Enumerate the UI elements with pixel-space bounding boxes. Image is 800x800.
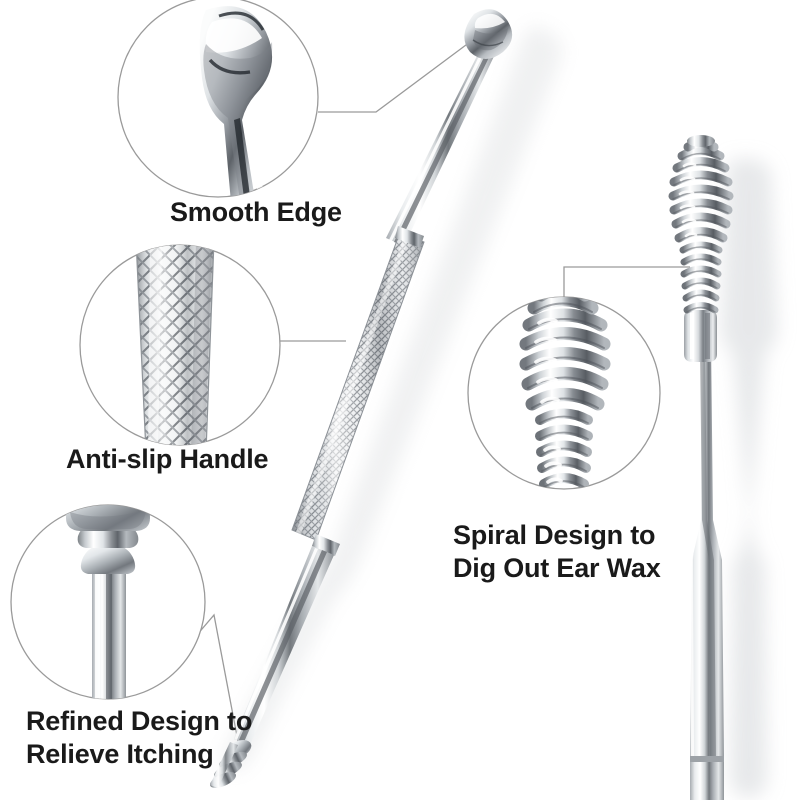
spiral-detail-art [519,297,611,489]
spiral-pick-coil-head [668,138,734,243]
smooth-edge-detail-art [199,6,273,197]
dual-end-pick-lower-shaft [234,546,334,745]
spiral-detail-cap [544,282,582,296]
dual-end-pick-upper-shaft [386,44,497,246]
refined-detail-art [66,505,150,699]
dual-end-pick-scoop-tip [464,9,513,59]
product-dual-end-pick [209,9,562,788]
feature-label-refined-design: Refined Design to Relieve Itching [26,706,253,769]
spiral-pick-ferrule [684,310,717,362]
spiral-pick-shadow [720,158,778,799]
product-spiral-pick [668,135,778,800]
dual-end-pick-knurled-handle [291,231,425,541]
leader-line-refined [195,613,241,753]
dual-end-pick-ridged-tip [209,739,252,788]
dual-end-pick-collars [312,226,424,556]
spiral-pick-coil-lower [679,241,723,314]
callout-refined-design [10,504,206,700]
callout-leader-lines [195,38,690,753]
spiral-pick-shaft [689,340,724,800]
anti-slip-detail-art [135,245,215,445]
feature-label-spiral-design: Spiral Design to Dig Out Ear Wax [453,520,661,583]
leader-line-spiral [563,266,690,297]
callout-spiral-design [467,282,661,490]
feature-label-smooth-edge: Smooth Edge [170,197,342,227]
feature-label-anti-slip-handle: Anti-slip Handle [66,444,269,474]
callout-anti-slip-handle [79,244,281,446]
dual-end-pick-shadow [223,25,562,771]
callout-smooth-edge [117,0,319,198]
leader-line-smooth-edge [318,38,475,113]
